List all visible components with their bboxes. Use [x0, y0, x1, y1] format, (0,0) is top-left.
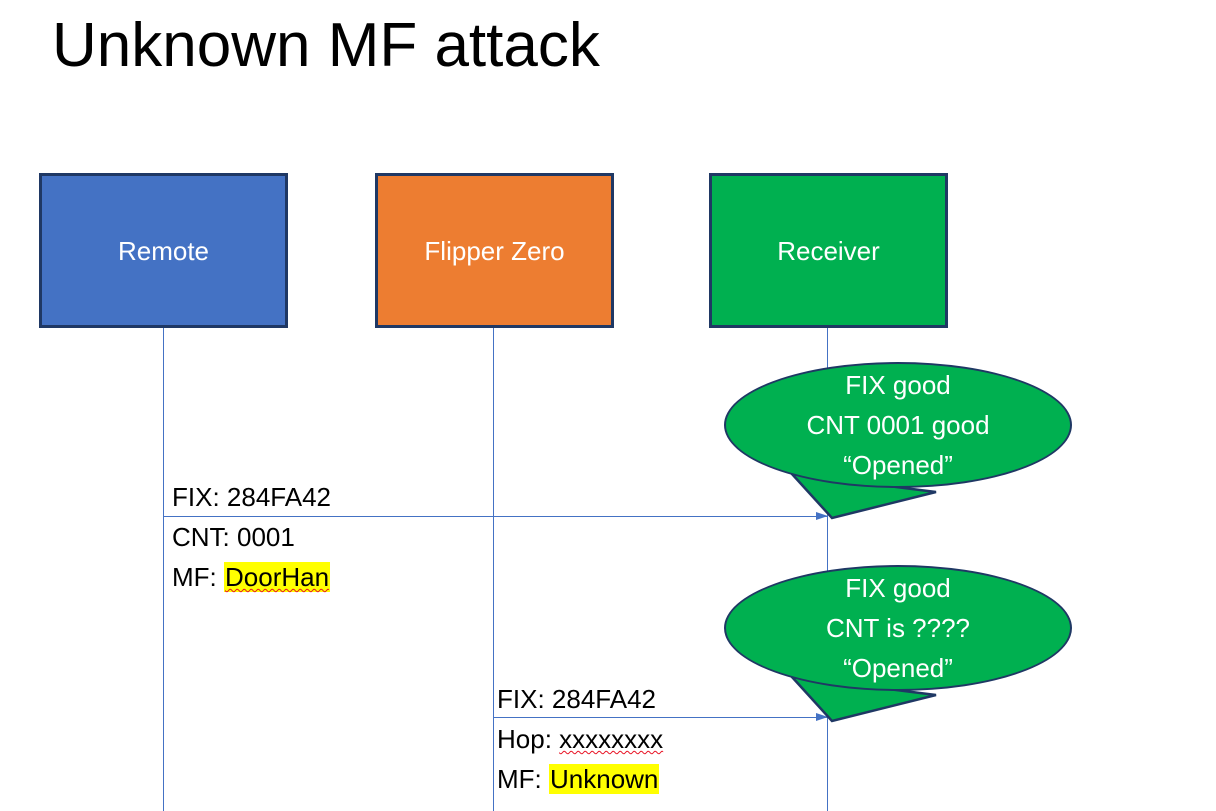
message-line-mf-value: DoorHan: [224, 562, 331, 592]
message-line-cnt: CNT: 0001: [172, 517, 331, 557]
speech-bubble-1-line-1: FIX good: [845, 370, 951, 400]
actor-label-flipper: Flipper Zero: [424, 235, 565, 266]
actor-box-receiver[interactable]: Receiver: [709, 173, 948, 328]
speech-bubble-1-body: FIX good CNT 0001 good “Opened”: [724, 362, 1072, 488]
actor-box-flipper[interactable]: Flipper Zero: [375, 173, 614, 328]
message-line-mf: MF: DoorHan: [172, 557, 331, 597]
speech-bubble-2-line-1: FIX good: [845, 573, 951, 603]
actor-label-receiver: Receiver: [777, 235, 880, 266]
message-label-1: FIX: 284FA42 CNT: 0001 MF: DoorHan: [172, 477, 331, 597]
message-line-mf-prefix: MF:: [172, 562, 224, 592]
message-line-fix-prefix: FIX:: [172, 482, 227, 512]
actor-box-remote[interactable]: Remote: [39, 173, 288, 328]
lifeline-flipper: [493, 328, 494, 811]
message-line-cnt-prefix: CNT:: [172, 522, 237, 552]
lifeline-remote: [163, 328, 164, 811]
message2-line-hop-prefix: Hop:: [497, 724, 560, 754]
message2-line-fix-value: 284FA42: [551, 684, 656, 714]
speech-bubble-2-line-2: CNT is ????: [825, 613, 971, 643]
speech-bubble-2-body: FIX good CNT is ???? “Opened”: [724, 565, 1072, 691]
speech-bubble-1-line-2: CNT 0001 good: [806, 410, 990, 440]
page-title: Unknown MF attack: [52, 11, 600, 80]
speech-bubble-2-line-3: “Opened”: [843, 653, 953, 683]
message2-line-mf-value: Unknown: [549, 764, 660, 794]
message2-line-hop-value: xxxxxxxx: [559, 724, 664, 754]
message2-line-mf-prefix: MF:: [497, 764, 549, 794]
message-label-2: FIX: 284FA42 Hop: xxxxxxxx MF: Unknown: [497, 679, 663, 799]
message-line-fix: FIX: 284FA42: [172, 477, 331, 517]
actor-label-remote: Remote: [117, 235, 210, 266]
message2-line-mf: MF: Unknown: [497, 759, 663, 799]
message-line-cnt-value: 0001: [237, 522, 295, 552]
message2-line-fix-prefix: FIX:: [497, 684, 552, 714]
message2-line-fix: FIX: 284FA42: [497, 679, 663, 719]
message-line-fix-value: 284FA42: [226, 482, 331, 512]
speech-bubble-1-line-3: “Opened”: [843, 450, 953, 480]
message2-line-hop: Hop: xxxxxxxx: [497, 719, 663, 759]
